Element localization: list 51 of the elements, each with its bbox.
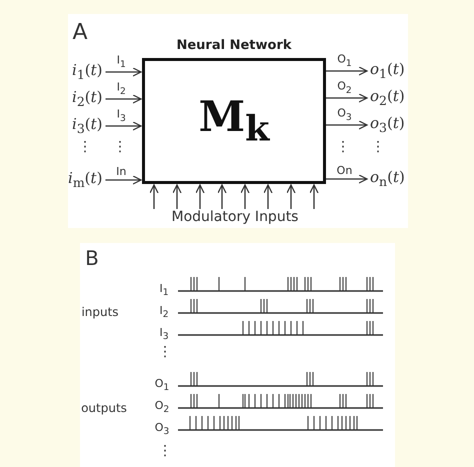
modulatory-arrow: [149, 184, 159, 209]
group-label: inputs: [81, 306, 119, 318]
edge-label: On: [336, 165, 354, 176]
panel-letter: B: [85, 248, 99, 268]
edge-label: O$_{3}$: [336, 108, 353, 122]
modulatory-arrow: [286, 184, 296, 209]
edge-label: I$_{2}$: [116, 82, 127, 96]
input-signal-label: i$_{1}$(t): [72, 62, 103, 82]
panel-letter: A: [72, 22, 88, 44]
ellipsis-mark: ⋮: [158, 444, 172, 458]
channel-label: I$_{3}$: [159, 326, 169, 342]
output-signal-label: o$_{n}$(t): [370, 170, 405, 188]
modulatory-arrow: [263, 184, 273, 209]
modulatory-inputs-label: Modulatory Inputs: [172, 210, 298, 224]
modulatory-arrow: [309, 184, 319, 209]
modulatory-arrow: [195, 184, 205, 209]
channel-label: O$_{3}$: [154, 422, 170, 436]
ellipsis-mark: ⋮: [158, 345, 172, 359]
arrow: [326, 174, 368, 184]
edge-label: O$_{2}$: [336, 80, 353, 95]
ellipsis-mark: ⋮: [336, 140, 350, 154]
modulatory-arrow: [240, 184, 250, 209]
channel-label: I$_{2}$: [159, 304, 169, 320]
input-signal-label: i$_{2}$(t): [72, 90, 103, 108]
group-label: outputs: [81, 402, 127, 414]
output-signal-label: o$_{2}$(t): [370, 88, 405, 108]
input-signal-label: i$_{m}$(t): [68, 170, 102, 190]
arrow: [106, 121, 142, 131]
ellipsis-mark: ⋮: [371, 140, 385, 154]
channel-label: O$_{1}$: [154, 378, 170, 392]
edge-label: I$_{3}$: [116, 108, 127, 123]
output-signal-label: o$_{3}$(t): [370, 116, 405, 134]
arrow: [326, 120, 368, 130]
input-signal-label: i$_{3}$(t): [72, 116, 103, 136]
arrow: [106, 94, 142, 104]
model-symbol: M$_{k}$: [198, 92, 270, 150]
arrow: [105, 175, 142, 185]
edge-label: In: [115, 166, 128, 177]
network-title: Neural Network: [175, 38, 293, 55]
modulatory-arrow: [172, 184, 182, 209]
arrow: [326, 93, 368, 103]
arrow: [326, 66, 368, 76]
arrow: [106, 67, 142, 77]
ellipsis-mark: ⋮: [113, 140, 127, 154]
modulatory-arrow: [217, 184, 227, 209]
edge-label: I$_{1}$: [116, 54, 127, 69]
output-signal-label: o$_{1}$(t): [370, 62, 405, 80]
ellipsis-mark: ⋮: [78, 140, 92, 154]
channel-label: I$_{1}$: [159, 282, 169, 298]
channel-label: O$_{2}$: [154, 400, 170, 414]
edge-label: O$_{1}$: [336, 54, 353, 68]
